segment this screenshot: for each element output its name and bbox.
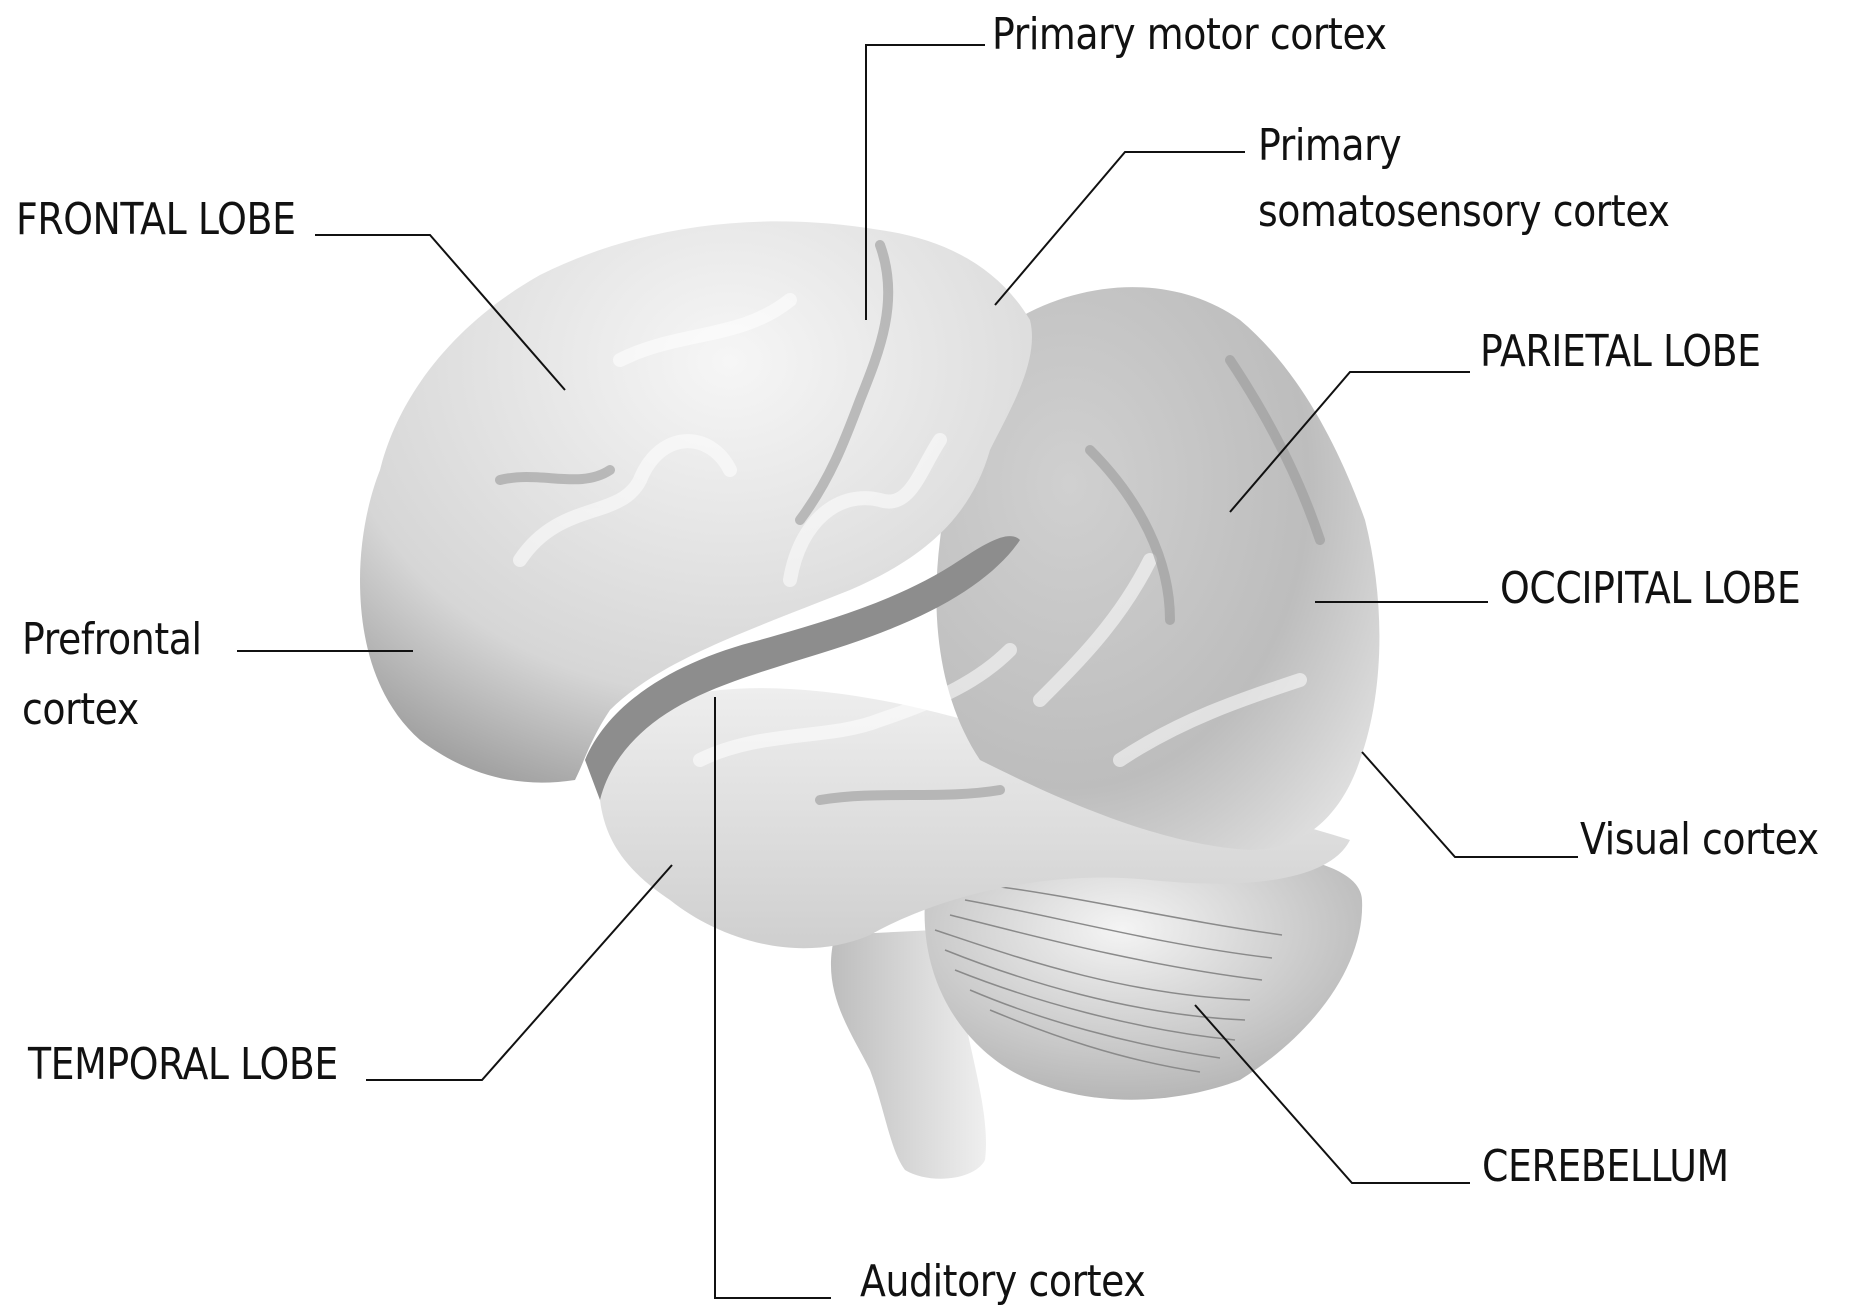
leader-temporal: [366, 865, 672, 1080]
label-prefrontal-line1: Prefrontal: [22, 608, 202, 672]
label-occipital-lobe: OCCIPITAL LOBE: [1500, 557, 1800, 621]
label-primary-motor-cortex: Primary motor cortex: [992, 3, 1387, 67]
label-cerebellum: CEREBELLUM: [1482, 1135, 1729, 1199]
label-visual-cortex: Visual cortex: [1580, 808, 1819, 872]
label-auditory-cortex: Auditory cortex: [860, 1250, 1145, 1314]
label-primary-somatosensory-line1: Primary: [1258, 114, 1401, 178]
label-prefrontal-line2: cortex: [22, 678, 139, 742]
label-temporal-lobe: TEMPORAL LOBE: [28, 1033, 338, 1097]
label-frontal-lobe: FRONTAL LOBE: [16, 188, 296, 252]
label-parietal-lobe: PARIETAL LOBE: [1480, 320, 1761, 384]
leader-visual: [1362, 752, 1578, 857]
leader-primary-somato: [995, 152, 1245, 305]
label-primary-somatosensory-line2: somatosensory cortex: [1258, 180, 1669, 244]
